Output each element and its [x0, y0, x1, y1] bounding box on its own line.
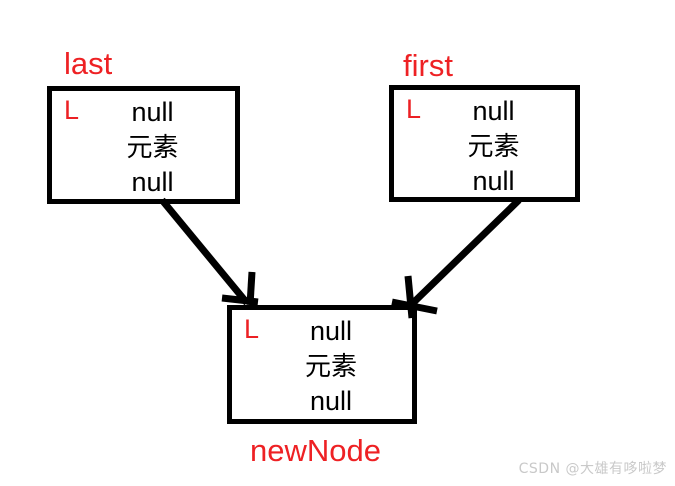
arrow-barb-left-side	[221, 294, 259, 306]
arrow-shaft-right	[410, 197, 522, 306]
node-box-last[interactable]: L null 元素 null	[47, 86, 240, 204]
node-pointer-field-newnode: L	[244, 314, 260, 344]
node-pointer-field-first: L	[406, 94, 422, 124]
node-pointer-field-last: L	[64, 95, 80, 125]
arrow-barb-left-up	[246, 271, 256, 306]
node-fields-newnode: null 元素 null	[232, 314, 412, 420]
arrow-first-to-newnode	[391, 197, 522, 319]
node-fields-last: null 元素 null	[52, 95, 235, 201]
node-field-next-newnode: null	[309, 385, 353, 416]
node-field-next-first: null	[472, 165, 515, 196]
node-label-first: first	[403, 48, 453, 83]
node-field-element-last: 元素	[126, 132, 179, 163]
arrow-last-to-newnode	[159, 197, 259, 306]
node-field-prev-last: null	[131, 97, 174, 127]
node-body-last: L null 元素 null	[52, 91, 235, 199]
node-box-newnode[interactable]: L null 元素 null	[227, 305, 417, 424]
node-box-first[interactable]: L null 元素 null	[389, 85, 580, 202]
csdn-watermark: CSDN @大雄有哆啦梦	[518, 461, 667, 477]
node-field-prev-newnode: null	[309, 316, 353, 346]
node-label-last: last	[64, 46, 113, 81]
node-fields-first: null 元素 null	[394, 94, 575, 200]
node-field-next-last: null	[131, 166, 174, 197]
arrow-shaft-left	[159, 197, 250, 306]
node-field-element-newnode: 元素	[304, 351, 357, 382]
node-label-newnode: newNode	[250, 433, 381, 468]
node-body-first: L null 元素 null	[394, 90, 575, 197]
node-field-prev-first: null	[472, 96, 515, 126]
node-body-newnode: L null 元素 null	[232, 310, 412, 419]
node-field-element-first: 元素	[467, 131, 520, 162]
